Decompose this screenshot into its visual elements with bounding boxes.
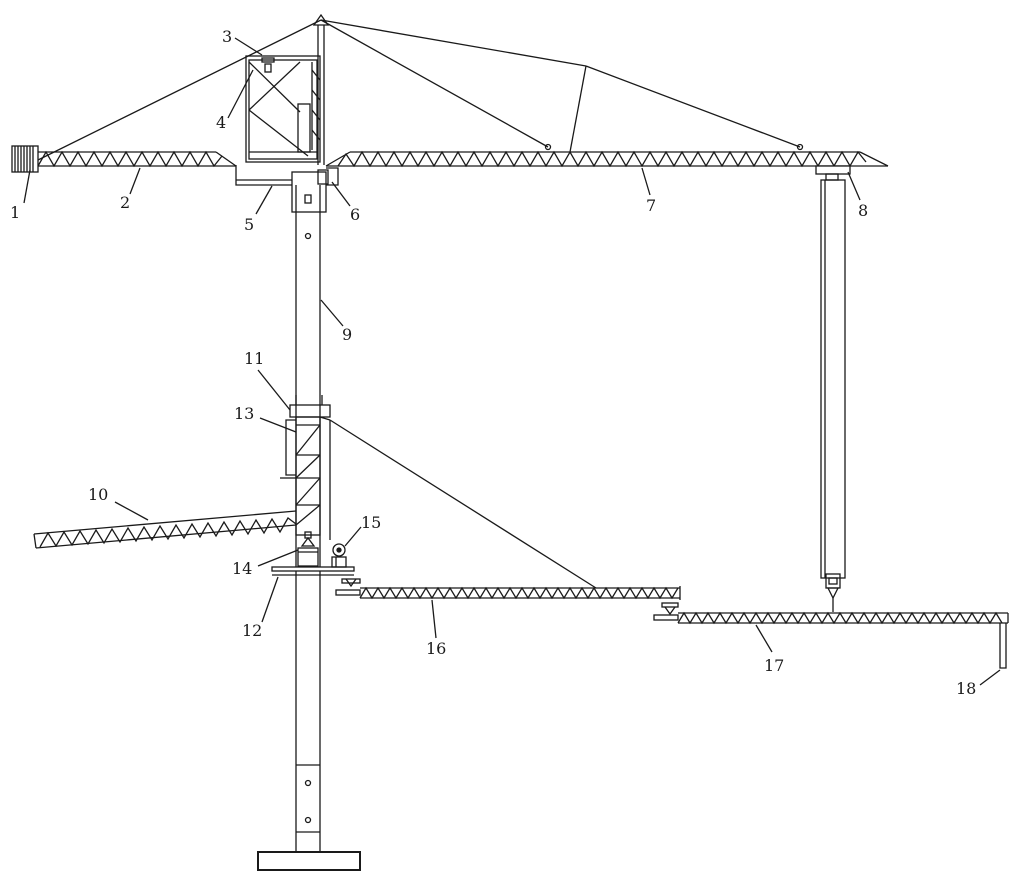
climbing-frame: [280, 395, 331, 540]
tower-mast: [295, 185, 321, 852]
label-12: 12: [242, 621, 262, 640]
label-17: 17: [764, 656, 784, 675]
base-foundation: [257, 851, 361, 871]
winch: [331, 543, 347, 568]
label-5: 5: [244, 215, 254, 234]
label-7: 7: [646, 196, 656, 215]
label-18: 18: [956, 679, 976, 698]
tower-head: [312, 13, 330, 165]
label-11: 11: [244, 349, 264, 368]
inclined-boom: [33, 510, 297, 549]
label-3: 3: [222, 27, 232, 46]
counter-jib: [37, 150, 237, 168]
label-10: 10: [88, 485, 108, 504]
label-4: 4: [216, 113, 226, 132]
lower-jib-17: [653, 602, 1009, 625]
leader-lines: [23, 37, 1001, 686]
trolley-hoist: [815, 165, 851, 612]
label-9: 9: [342, 325, 352, 344]
discharge-nozzle: [999, 623, 1007, 669]
slewing-assembly: [235, 165, 339, 213]
main-jib: [325, 143, 889, 168]
label-13: 13: [234, 404, 254, 423]
lower-jib-16: [335, 578, 681, 600]
climbing-platform: [271, 531, 355, 576]
counterweight: [11, 145, 39, 173]
label-15: 15: [361, 513, 381, 532]
label-6: 6: [350, 205, 360, 224]
label-1: 1: [10, 203, 20, 222]
label-16: 16: [426, 639, 446, 658]
jib-tie-cables: [37, 19, 801, 161]
operator-cab: [245, 55, 321, 163]
label-2: 2: [120, 193, 130, 212]
support-cable: [329, 419, 597, 589]
label-14: 14: [232, 559, 252, 578]
label-8: 8: [858, 201, 868, 220]
